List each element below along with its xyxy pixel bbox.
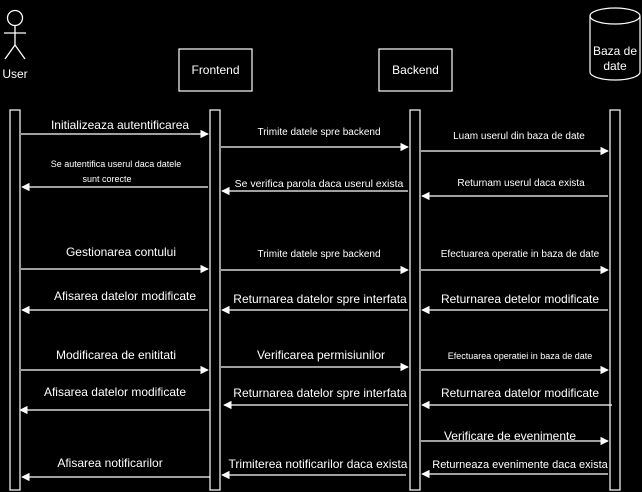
message-label-18: Afisarea datelor modificate bbox=[44, 385, 186, 399]
message-label-2: Trimite datele spre backend bbox=[257, 127, 380, 138]
message-label-17: Returnarea datelor spre interfata bbox=[233, 386, 407, 400]
backend-participant-label: Backend bbox=[392, 63, 439, 77]
message-label-7: Gestionarea contului bbox=[66, 245, 176, 259]
message-label-21: Trimiterea notificarilor daca exista bbox=[229, 457, 408, 471]
message-label-6a: Se autentifica userul daca datele bbox=[51, 159, 182, 169]
message-label-13: Modificarea de enititati bbox=[56, 348, 176, 362]
message-label-14: Verificarea permisiunilor bbox=[257, 348, 385, 362]
message-label-15: Efectuarea operatiei in baza de date bbox=[448, 351, 593, 361]
user-activation-bar bbox=[9, 109, 21, 491]
message-label-1: Initializeaza autentificarea bbox=[51, 118, 189, 132]
database-cylinder-icon bbox=[589, 7, 641, 81]
message-label-22: Afisarea notificarilor bbox=[57, 456, 162, 470]
database-activation-bar bbox=[609, 109, 621, 491]
frontend-activation-bar bbox=[209, 109, 221, 491]
message-label-19: Verificare de evenimente bbox=[444, 429, 576, 443]
user-actor-icon bbox=[4, 9, 26, 60]
message-label-3: Luam userul din baza de date bbox=[453, 131, 585, 142]
backend-activation-bar bbox=[409, 109, 421, 491]
frontend-participant-box bbox=[178, 48, 253, 92]
database-label-line2: date bbox=[603, 59, 627, 73]
message-label-16: Returnarea datelor modificate bbox=[441, 386, 599, 400]
message-label-6b: sunt corecte bbox=[82, 174, 131, 184]
message-label-5: Se verifica parola daca userul exista bbox=[235, 178, 404, 190]
message-label-8: Trimite datele spre backend bbox=[257, 249, 380, 260]
message-label-4: Returnam userul daca exista bbox=[457, 178, 585, 189]
message-label-10: Returnarea detelor modificate bbox=[441, 292, 599, 306]
message-label-12: Afisarea datelor modificate bbox=[54, 289, 196, 303]
message-label-9: Efectuarea operatie in baza de date bbox=[441, 249, 600, 260]
message-label-11: Returnarea datelor spre interfata bbox=[233, 292, 407, 306]
frontend-participant-label: Frontend bbox=[191, 63, 239, 77]
user-actor-label: User bbox=[2, 67, 27, 81]
backend-participant-box bbox=[378, 48, 453, 92]
database-label-line1: Baza de bbox=[593, 44, 637, 58]
message-label-20: Returneaza evenimente daca exista bbox=[432, 459, 608, 471]
